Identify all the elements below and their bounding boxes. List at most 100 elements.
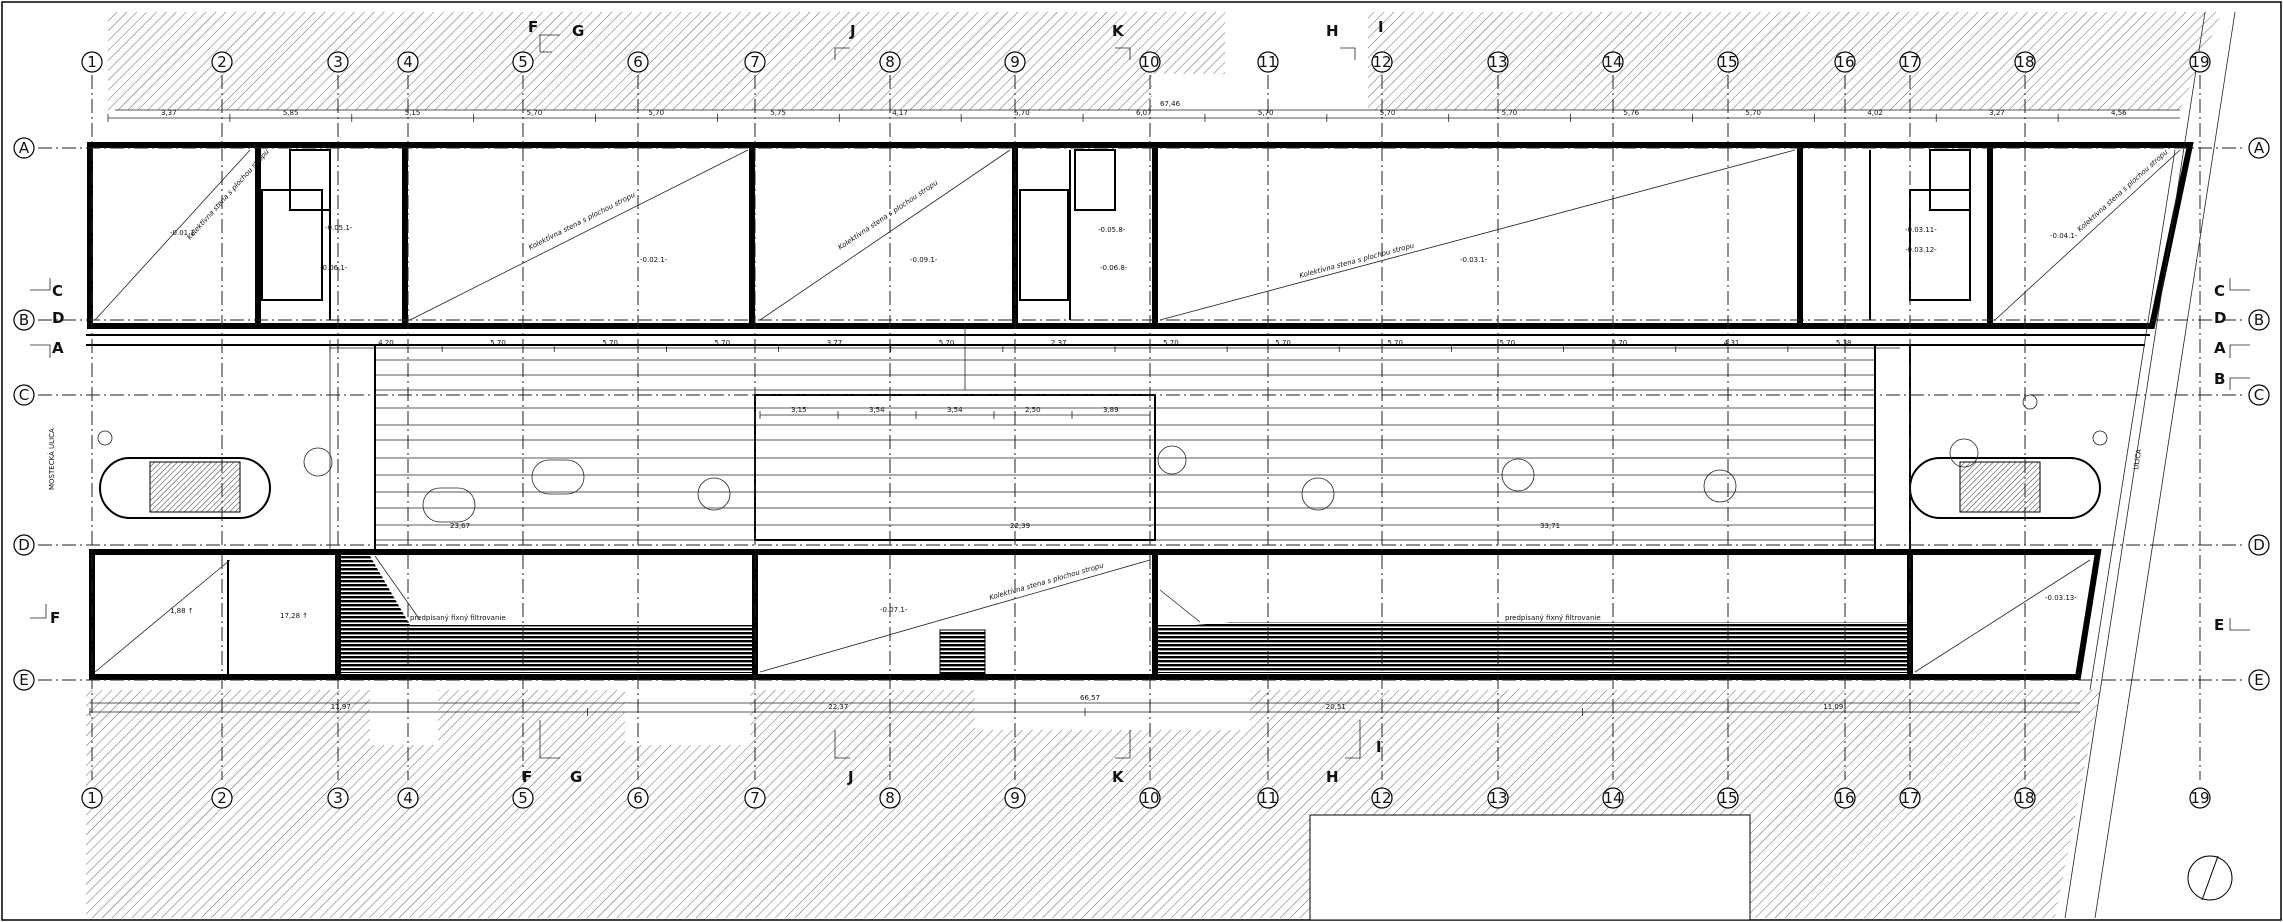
dim-corridor-value: 5,70: [1387, 339, 1403, 347]
grid-label-col-9-bottom: 9: [1010, 789, 1020, 807]
grid-label-col-5-top: 5: [518, 53, 528, 71]
grid-bubble-col-18-bottom: [2014, 787, 2036, 809]
grid-bubble-row-E-left: [13, 669, 35, 691]
grid-bubble-col-16-top: [1834, 51, 1856, 73]
dim-top-value: 5,15: [405, 109, 421, 117]
grid-label-col-1-top: 1: [87, 53, 97, 71]
round-skylights: [97, 394, 2108, 523]
dim-bottom-value: 11,09: [1823, 703, 1843, 711]
room-label: -0.02.1-: [640, 256, 668, 264]
grid-label-col-16-top: 16: [1835, 53, 1854, 71]
building: [86, 142, 2194, 680]
hatched-surroundings: [86, 12, 2222, 921]
grid-label-col-9-top: 9: [1010, 53, 1020, 71]
dim-top-value: 4,02: [1867, 109, 1883, 117]
room-label: -0.04.1-: [2050, 232, 2078, 240]
grid-label-col-6-bottom: 6: [633, 789, 643, 807]
section-mark-right-e: E: [2214, 616, 2224, 634]
dim-mid-value: 3,54: [869, 406, 885, 414]
dim-corridor-value: 5,70: [1275, 339, 1291, 347]
dim-bottom-value: 22,37: [828, 703, 848, 711]
section-mark-bottom-g: G: [570, 768, 582, 786]
grid-label-row-C-right: C: [2254, 386, 2264, 404]
street-label-right: ULICA: [2132, 448, 2143, 470]
grid-bubble-col-18-top: [2014, 51, 2036, 73]
grid-label-col-19-top: 19: [2190, 53, 2209, 71]
grid-bubble-col-5-top: [512, 51, 534, 73]
section-mark-right-d: D: [2214, 309, 2226, 327]
grid-bubble-col-11-top: [1257, 51, 1279, 73]
stair-label-2: 17,28 ↑: [280, 612, 308, 620]
strip-length-label: 22,39: [1010, 522, 1030, 530]
grid-label-col-11-top: 11: [1258, 53, 1277, 71]
grid-bubble-col-14-top: [1602, 51, 1624, 73]
grid-label-col-7-bottom: 7: [750, 789, 760, 807]
grid-label-col-18-bottom: 18: [2015, 789, 2034, 807]
dim-bottom-value: 11,97: [331, 703, 351, 711]
grid-bubble-col-4-top: [397, 51, 419, 73]
room-label: -0.09.1-: [910, 256, 938, 264]
grid-label-col-7-top: 7: [750, 53, 760, 71]
column-grid: 1122334455667788991010111112121313141415…: [81, 51, 2211, 809]
grid-label-row-D-right: D: [2253, 536, 2265, 554]
room-label: -0.05.1-: [325, 224, 353, 232]
grid-bubble-row-D-right: [2248, 534, 2270, 556]
grid-bubble-row-E-right: [2248, 669, 2270, 691]
section-mark-left-f: F: [50, 609, 60, 627]
diagonal-note: Kolektívna stena s plochou stropu: [988, 561, 1105, 602]
room-label: -0.03.13-: [2045, 594, 2077, 602]
grid-bubble-col-7-top: [744, 51, 766, 73]
section-mark-right-a: A: [2214, 339, 2226, 357]
grid-bubble-row-A-left: [13, 137, 35, 159]
dimension-chain-bottom: 11,97 22,37 20,51 11,09: [89, 703, 2080, 716]
grid-bubble-col-6-top: [627, 51, 649, 73]
dim-bottom-value: 20,51: [1326, 703, 1346, 711]
dim-corridor-value: 4,20: [378, 339, 394, 347]
street-label-left: MOSTECKÁ ULICA: [47, 428, 56, 490]
grid-label-col-15-top: 15: [1718, 53, 1737, 71]
dim-top-value: 3,27: [1989, 109, 2005, 117]
section-mark-bottom-j: J: [847, 768, 854, 786]
dimension-overall-top: 67,46: [1160, 100, 1181, 108]
section-mark-left-a: A: [52, 339, 64, 357]
section-mark-top-h: H: [1326, 22, 1339, 40]
dim-corridor-value: 5,70: [715, 339, 731, 347]
grid-bubble-col-16-bottom: [1834, 787, 1856, 809]
dim-top-value: 5,70: [1014, 109, 1030, 117]
grid-bubble-col-17-bottom: [1899, 787, 1921, 809]
dim-corridor-value: 2,37: [1051, 339, 1067, 347]
grid-label-col-18-top: 18: [2015, 53, 2034, 71]
section-mark-right-c: C: [2214, 282, 2225, 300]
street-edge-right: [2064, 11, 2236, 919]
grid-label-col-15-bottom: 15: [1718, 789, 1737, 807]
grid-bubble-col-8-top: [879, 51, 901, 73]
grid-bubble-col-2-top: [211, 51, 233, 73]
diagonal-note: Kolektívna stena s plochou stropu: [1298, 241, 1415, 280]
dim-corridor-value: 5,70: [1500, 339, 1516, 347]
room-label: -0.03.11-: [1905, 226, 1937, 234]
grid-bubble-row-D-left: [13, 534, 35, 556]
grid-label-col-12-top: 12: [1372, 53, 1391, 71]
grid-bubble-col-13-bottom: [1487, 787, 1509, 809]
grid-bubble-col-13-top: [1487, 51, 1509, 73]
dim-mid-value: 3,89: [1103, 406, 1119, 414]
grid-bubble-col-12-top: [1371, 51, 1393, 73]
grid-label-col-11-bottom: 11: [1258, 789, 1277, 807]
grid-label-row-A-left: A: [19, 139, 30, 157]
strip-length-label: 33,71: [1540, 522, 1560, 530]
dim-mid-value: 3,15: [791, 406, 807, 414]
grid-bubble-col-10-bottom: [1139, 787, 1161, 809]
room-label: -0.03.12-: [1905, 246, 1937, 254]
grid-label-col-16-bottom: 16: [1835, 789, 1854, 807]
grid-label-col-3-bottom: 3: [333, 789, 343, 807]
grid-label-col-13-top: 13: [1488, 53, 1507, 71]
dim-corridor-value: 5,70: [602, 339, 618, 347]
courtyard-lines: [375, 359, 1875, 541]
section-mark-bottom-i: I: [1376, 738, 1382, 756]
dim-top-value: 5,70: [1502, 109, 1518, 117]
grid-label-col-12-bottom: 12: [1372, 789, 1391, 807]
dim-corridor-value: 5,70: [1163, 339, 1179, 347]
grid-label-col-17-bottom: 17: [1900, 789, 1919, 807]
